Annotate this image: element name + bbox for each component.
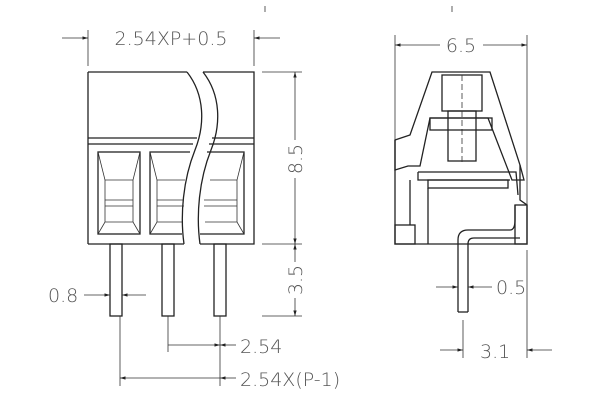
side-pin	[457, 205, 520, 312]
depth-dimension-label: 6.5	[446, 35, 476, 57]
width-dimension-label: 2.54XP+0.5	[115, 28, 228, 50]
pin	[161, 243, 175, 317]
clamp	[417, 171, 519, 196]
break-line	[197, 71, 219, 245]
total-pitch-dimension-label: 2.54X(P-1)	[240, 369, 340, 391]
front-body-outline	[87, 71, 255, 245]
break-line	[181, 71, 203, 245]
pin-thickness-dimension-label: 0.5	[496, 277, 526, 299]
pitch-dimension-label: 2.54	[240, 336, 282, 358]
wire-slot	[200, 151, 245, 235]
side-view	[394, 71, 528, 313]
pin-length-dimension-label: 3.5	[285, 265, 307, 295]
height-dimension-label: 8.5	[285, 144, 307, 174]
front-view	[87, 71, 255, 317]
front-dimensions: 2.54XP+0.5 8.5 3.5 0.8 2.54 2.54X(P-1)	[48, 28, 340, 391]
wire-slot	[97, 151, 141, 235]
pin-width-dimension-label: 0.8	[48, 285, 78, 307]
wire-slot	[149, 151, 190, 235]
side-dimensions: 6.5 0.5 3.1	[394, 35, 552, 363]
pin	[109, 243, 123, 317]
pin	[213, 243, 227, 317]
housing-section	[394, 71, 525, 181]
pin-offset-dimension-label: 3.1	[480, 341, 510, 363]
